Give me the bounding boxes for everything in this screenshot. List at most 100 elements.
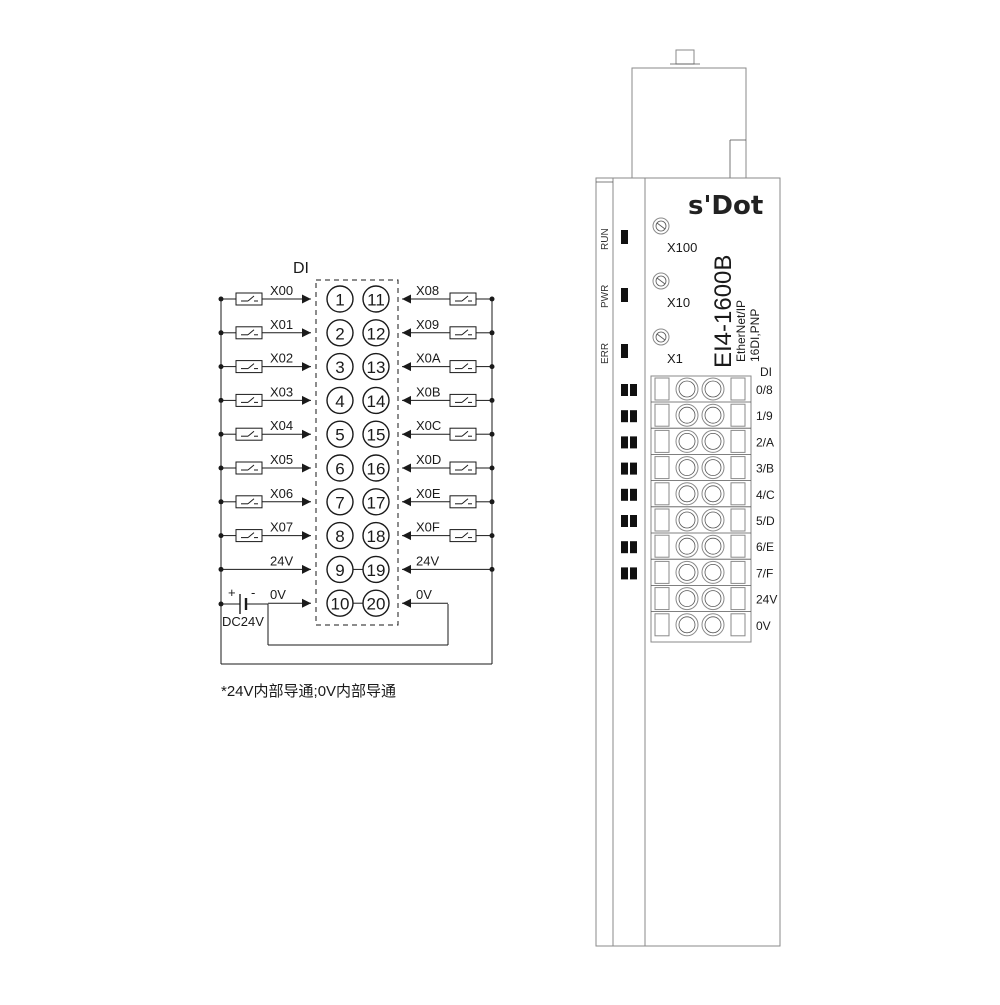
right-signal-label: X0A	[416, 351, 441, 366]
right-signal-label: X08	[416, 283, 439, 298]
right-input-switch-6	[449, 495, 477, 509]
io-type-label: 16DI,PNP	[748, 309, 762, 362]
module-terminal-row: 1/9	[651, 403, 773, 429]
model-number: EI4-1600B	[710, 255, 737, 368]
left-signal-label: X06	[270, 486, 293, 501]
terminal-row-label: 7/F	[756, 566, 773, 580]
channel-led	[630, 410, 637, 423]
pin-circle-left	[326, 386, 354, 415]
channel-led	[630, 567, 637, 580]
pin-number-left: 1	[335, 291, 344, 310]
right-input-switch-1	[449, 326, 477, 340]
rotary-switch-x100[interactable]: X100	[652, 217, 697, 255]
rotary-switch-x1[interactable]: X1	[652, 328, 683, 366]
pin-circle-right	[362, 521, 390, 550]
right-input-switch-2	[449, 360, 477, 374]
pin-number-right: 11	[367, 291, 385, 310]
diagram-footnote: *24V内部导通;0V内部导通	[221, 683, 396, 700]
channel-led	[621, 515, 628, 527]
pin-number-right: 19	[367, 561, 386, 580]
terminal-block-outline	[315, 279, 399, 626]
left-input-switch-4	[235, 427, 263, 441]
left-arrow	[302, 497, 311, 507]
right-input-switch-7	[449, 529, 477, 543]
left-input-switch-5	[235, 461, 263, 475]
pin-number-right: 12	[367, 324, 386, 343]
module-terminal-row: 0V	[654, 613, 771, 637]
pin-number-left: 9	[335, 561, 344, 580]
channel-led	[630, 384, 637, 396]
channel-led	[621, 462, 628, 475]
right-signal-label: 24V	[416, 553, 439, 568]
left-signal-label: X04	[270, 418, 293, 433]
terminal-row-label: 4/C	[756, 488, 775, 502]
pin-circle-right	[362, 352, 390, 381]
pin-circle-left	[326, 521, 354, 550]
channel-led-column	[621, 384, 637, 580]
terminal-row-label: 3/B	[756, 462, 774, 476]
pin-number-left: 4	[335, 392, 344, 411]
left-arrow	[302, 429, 311, 439]
pin-number-right: 15	[367, 426, 386, 445]
left-input-switch-3	[235, 393, 263, 407]
module-terminal-row: 4/C	[651, 482, 775, 508]
pin-circle-right	[362, 285, 390, 313]
rotary-switch-label: X100	[667, 240, 697, 255]
supply-minus-sign: -	[251, 585, 255, 600]
rotary-switch-label: X1	[667, 351, 683, 366]
left-arrow	[302, 362, 311, 372]
status-led-err	[621, 344, 628, 358]
channel-led	[621, 410, 628, 423]
pin-number-right: 20	[367, 595, 386, 614]
pin-number-left: 6	[335, 460, 344, 479]
brand-logo: s'Dot	[688, 191, 763, 221]
channel-led	[630, 488, 637, 501]
status-led-run	[621, 230, 628, 244]
left-signal-label: X07	[270, 520, 293, 535]
status-led-label-pwr: PWR	[600, 285, 611, 308]
right-signal-label: X0E	[416, 486, 441, 501]
right-input-switch-0	[449, 292, 477, 306]
supply-plus-sign: +	[228, 585, 236, 600]
terminal-row-label: 2/A	[756, 435, 774, 449]
pin-circle-left	[326, 420, 354, 448]
channel-led	[621, 488, 628, 501]
supply-voltage-label: DC24V	[222, 614, 264, 629]
protocol-label: EtherNet/IP	[734, 300, 748, 362]
pin-circle-right	[362, 386, 390, 415]
pin-circle-right	[362, 454, 390, 482]
top-connector	[631, 67, 747, 179]
right-signal-label: X0D	[416, 452, 441, 467]
right-input-switch-3	[449, 393, 477, 407]
module-terminal-row: 0/8	[651, 377, 773, 403]
rotary-switch-x10[interactable]: X10	[652, 272, 690, 310]
channel-led	[630, 515, 637, 527]
dc24v-supply-symbol: + - DC24V	[218, 585, 268, 629]
pin-number-left: 2	[335, 324, 344, 343]
status-led-label-run: RUN	[600, 228, 611, 250]
left-signal-label: 0V	[270, 587, 286, 602]
pin-number-left: 7	[335, 493, 344, 512]
left-arrow	[302, 564, 311, 574]
pin-number-left: 3	[335, 358, 344, 377]
right-signal-label: X0F	[416, 520, 440, 535]
channel-led	[621, 541, 628, 554]
pin-circle-left	[326, 352, 354, 381]
right-signal-label: 0V	[416, 587, 432, 602]
pin-circle-right	[362, 420, 390, 448]
di-block-title: DI	[293, 260, 309, 277]
pin-number-left: 5	[335, 426, 344, 445]
terminal-row-label: 24V	[756, 593, 777, 607]
status-led-label-err: ERR	[600, 343, 611, 364]
pin-number-right: 16	[367, 460, 386, 479]
